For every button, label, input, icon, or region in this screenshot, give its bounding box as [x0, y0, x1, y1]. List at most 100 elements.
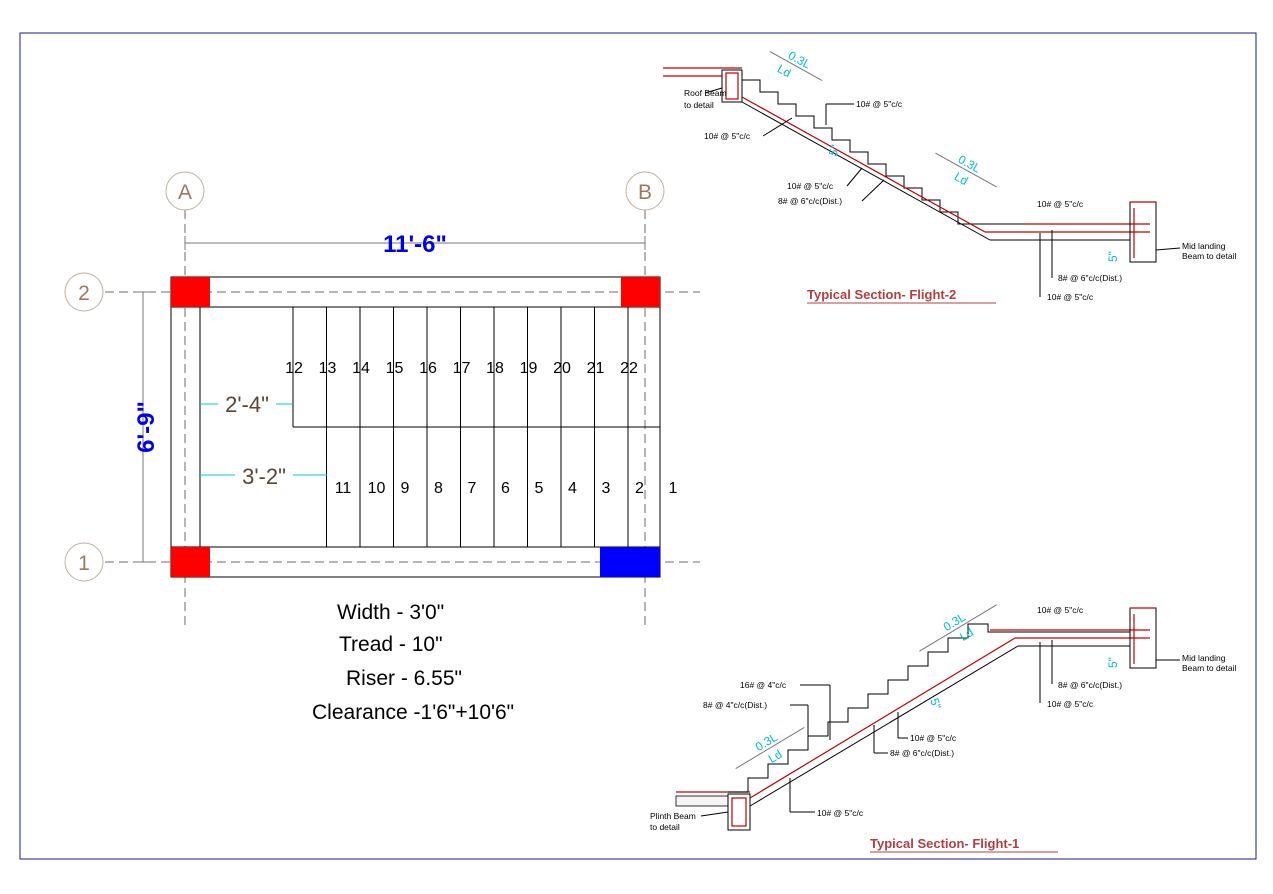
- column-bottom-left: [171, 547, 210, 577]
- grid-bubble-1: [64, 542, 104, 582]
- spec-width: Width - 3'0": [337, 601, 444, 624]
- grid-bubble-a: [165, 171, 205, 211]
- f2-cyan-5-a: 5": [826, 143, 843, 158]
- f2-label-10-mid: 10# @ 5"c/c: [787, 181, 834, 191]
- column-top-left: [171, 277, 210, 307]
- f2-label-8-dist: 8# @ 6"c/c(Dist.): [778, 196, 842, 206]
- f2-label-10-left: 10# @ 5"c/c: [704, 131, 751, 141]
- upper-step-number: 18: [486, 360, 504, 377]
- plinth-beam-rebar: [731, 797, 747, 827]
- lower-step-number: 11: [335, 480, 352, 497]
- f1-plinth-label-2: to detail: [650, 822, 680, 832]
- f1-label-10-landing: 10# @ 5"c/c: [1047, 699, 1094, 709]
- lower-flight-treads: [326, 427, 629, 547]
- lower-step-number: 6: [501, 480, 510, 497]
- grid-bubble-2: [64, 272, 104, 312]
- upper-step-number: 20: [553, 360, 571, 377]
- stair-specifications: Width - 3'0" Tread - 10" Riser - 6.55" C…: [312, 601, 514, 724]
- f2-mid-landing-leader: [1155, 247, 1181, 251]
- f2-cyan-dim-b: 0.3L Ld: [935, 152, 997, 188]
- f1-cyan-dim-a: 0.3L Ld: [919, 604, 997, 652]
- lower-step-number: 8: [434, 480, 443, 497]
- landing-dim-upper-mask: [218, 392, 276, 416]
- plinth-beam: [727, 793, 751, 831]
- f1-mid-landing-2: Beam to detail: [1182, 663, 1236, 673]
- grid-label-a: A: [178, 181, 192, 204]
- upper-step-number: 19: [520, 360, 538, 377]
- f1-mid-landing-1: Mid landing: [1182, 653, 1226, 663]
- lower-step-number: 1: [669, 480, 678, 497]
- f1-plinth-leader: [700, 811, 729, 817]
- plinth-fill: [675, 795, 729, 807]
- f2-roof-beam-label-2: to detail: [684, 100, 714, 110]
- f1-cyan-Ld-a: Ld: [957, 625, 976, 644]
- upper-step-number: 15: [386, 360, 404, 377]
- f1-cyan-5-b: 5": [1106, 657, 1120, 668]
- f2-mid-landing-2: Beam to detail: [1182, 251, 1236, 261]
- f2-label-10-top: 10# @ 5"c/c: [856, 99, 903, 109]
- spec-tread: Tread - 10": [339, 633, 443, 656]
- grid-label-2: 2: [78, 282, 90, 305]
- f2-soffit: [741, 101, 991, 241]
- upper-step-number: 14: [352, 360, 370, 377]
- upper-step-number: 22: [620, 360, 638, 377]
- f1-label-8-landing: 8# @ 6"c/c(Dist.): [1058, 680, 1122, 690]
- f2-section-title: Typical Section- Flight-2: [807, 287, 956, 302]
- section-flight-1: 10# @ 5"c/c Mid landing Beam to detail 8…: [650, 604, 1236, 853]
- f2-cyan-dim-a-line: [769, 51, 823, 81]
- column-top-right: [621, 277, 660, 307]
- f2-step-profile: [742, 79, 1025, 225]
- f2-cyan-dim-a: 0.3L Ld: [769, 48, 823, 81]
- lower-step-number: 4: [568, 480, 577, 497]
- f1-label-16: 16# @ 4"c/c: [740, 680, 787, 690]
- f1-cyan-Ld-b: Ld: [766, 747, 785, 766]
- roof-beam: [721, 69, 743, 103]
- spec-clearance: Clearance -1'6"+10'6": [312, 701, 514, 724]
- f1-section-title: Typical Section- Flight-1: [870, 836, 1019, 851]
- upper-step-number: 12: [285, 360, 303, 377]
- f2-mid-leader: [846, 167, 863, 187]
- f2-left-leader: [762, 117, 793, 137]
- grid-label-b: B: [638, 181, 652, 204]
- landing-dim-lower-mask: [235, 463, 293, 487]
- lower-step-number: 10: [368, 480, 386, 497]
- f1-label-10-mid: 10# @ 5"c/c: [910, 733, 957, 743]
- grid-label-1: 1: [78, 552, 90, 575]
- upper-flight-treads: [292, 307, 629, 427]
- landing-dim-lower: 3'-2": [242, 464, 286, 489]
- lower-step-number: 9: [401, 480, 410, 497]
- f1-label-10-top: 10# @ 5"c/c: [1037, 605, 1084, 615]
- f2-cyan-dim-b-line: [935, 152, 997, 188]
- f1-cyan-dim-b: 0.3L Ld: [735, 726, 805, 770]
- f2-label-10-bottom: 10# @ 5"c/c: [1047, 292, 1094, 302]
- f1-step-profile: [728, 623, 1130, 793]
- section-flight-2: Roof Beam to detail 10# @ 5"c/c 10# @ 5"…: [663, 48, 1236, 304]
- f2-cyan-Ld-b: Ld: [952, 169, 970, 188]
- lower-step-number: 7: [468, 480, 477, 497]
- f1-main-bar: [749, 637, 1016, 799]
- upper-step-number: 17: [453, 360, 471, 377]
- f1-plinth-label-1: Plinth Beam: [650, 811, 696, 821]
- sheet-border: [19, 32, 1257, 860]
- landing-dim-upper: 2'-4": [225, 392, 269, 417]
- f1-label-10-bottom: 10# @ 5"c/c: [817, 808, 864, 818]
- f1-soffit: [749, 645, 1019, 807]
- lower-step-number: 2: [635, 480, 644, 497]
- f2-label-8-landing: 8# @ 6"c/c(Dist.): [1058, 273, 1122, 283]
- lower-step-number: 5: [535, 480, 544, 497]
- upper-step-number: 16: [419, 360, 437, 377]
- grid-bubble-b: [625, 171, 665, 211]
- column-bottom-right: [600, 547, 660, 577]
- overall-length-label: 11'-6": [383, 231, 447, 258]
- f1-cyan-dim-b-line: [735, 726, 805, 770]
- f2-roof-beam-leader: [704, 87, 723, 94]
- overall-width-label: 6'-9": [133, 401, 160, 453]
- f1-cyan-5-a: 5": [927, 696, 944, 711]
- f2-mid-landing-1: Mid landing: [1182, 241, 1226, 251]
- roof-beam-rebar: [725, 72, 739, 100]
- f2-cyan-Ld-a: Ld: [775, 62, 793, 81]
- upper-step-number: 13: [319, 360, 337, 377]
